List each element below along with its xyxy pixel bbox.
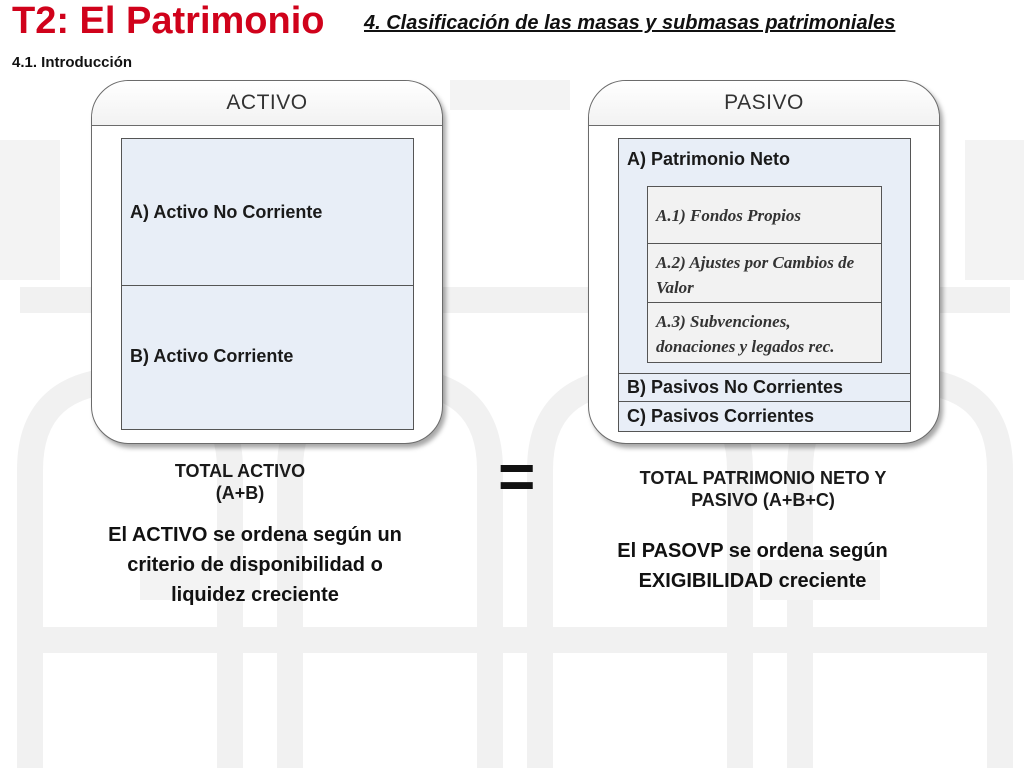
- pasivos-corrientes-box: C) Pasivos Corrientes: [618, 401, 911, 432]
- activo-no-corriente-label: A) Activo No Corriente: [130, 202, 323, 222]
- total-activo-line1: TOTAL ACTIVO: [174, 461, 306, 481]
- pasivos-no-corrientes-box: B) Pasivos No Corrientes: [618, 373, 911, 403]
- pasivo-panel: PASIVO A) Patrimonio Neto A.1) Fondos Pr…: [588, 80, 940, 444]
- patrimonio-neto-label: A) Patrimonio Neto: [627, 149, 791, 169]
- activo-no-corriente-box: A) Activo No Corriente: [121, 138, 414, 286]
- fondos-propios-box: A.1) Fondos Propios: [647, 186, 882, 245]
- activo-header: ACTIVO: [92, 81, 442, 126]
- subvenciones-box: A.3) Subvenciones, donaciones y legados …: [647, 302, 882, 363]
- total-activo-line2: (A+B): [215, 483, 265, 503]
- total-pasivo-label: TOTAL PATRIMONIO NETO Y PASIVO (A+B+C): [600, 467, 926, 511]
- ajustes-cambios-valor-box: A.2) Ajustes por Cambios de Valor: [647, 243, 882, 304]
- subsection-heading: 4.1. Introducción: [12, 54, 133, 71]
- section-heading: 4. Clasificación de las masas y submasas…: [364, 12, 896, 34]
- activo-corriente-box: B) Activo Corriente: [121, 285, 414, 430]
- pasivo-explanation: El PASOVP se ordena según EXIGIBILIDAD c…: [617, 540, 888, 592]
- activo-corriente-label: B) Activo Corriente: [130, 346, 294, 366]
- patrimonio-neto-box: A) Patrimonio Neto A.1) Fondos Propios A…: [618, 138, 911, 375]
- pasivos-no-corrientes-label: B) Pasivos No Corrientes: [627, 377, 844, 397]
- pasivos-corrientes-label: C) Pasivos Corrientes: [627, 406, 815, 426]
- slide-title: T2: El Patrimonio: [12, 0, 325, 42]
- total-pasivo-line2: PASIVO (A+B+C): [691, 490, 835, 510]
- activo-panel: ACTIVO A) Activo No Corriente B) Activo …: [91, 80, 443, 444]
- total-pasivo-line1: TOTAL PATRIMONIO NETO Y: [639, 468, 887, 488]
- total-activo-label: TOTAL ACTIVO (A+B): [140, 460, 340, 504]
- pasivo-header: PASIVO: [589, 81, 939, 126]
- equals-sign: =: [498, 440, 536, 512]
- activo-explanation: El ACTIVO se ordena según un criterio de…: [108, 524, 402, 606]
